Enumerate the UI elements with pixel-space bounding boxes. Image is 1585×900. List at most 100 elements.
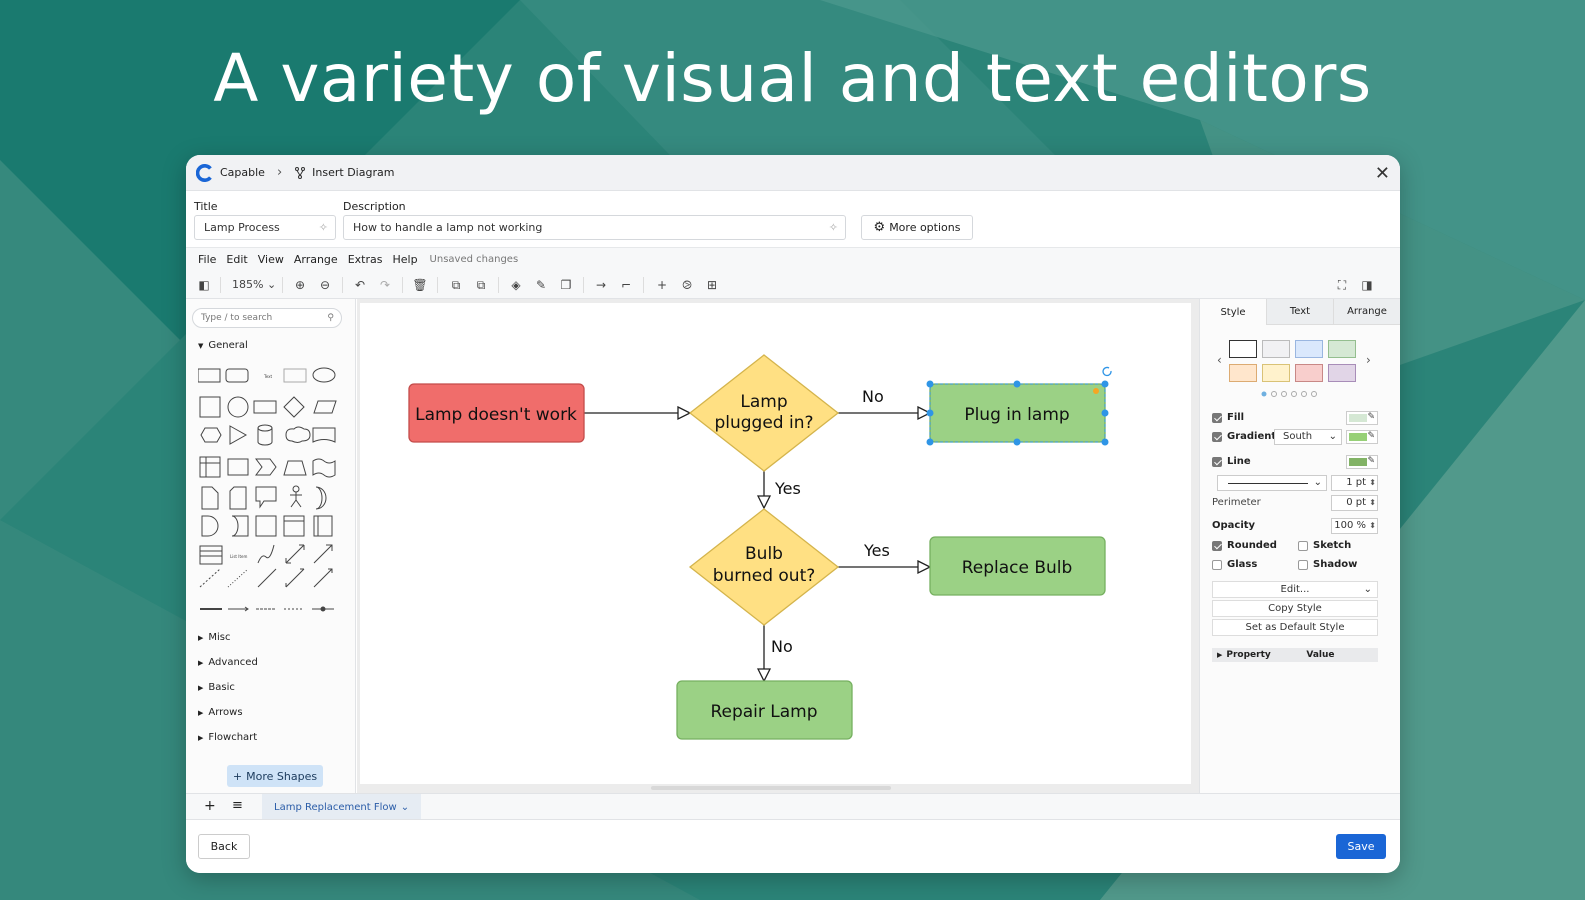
line-color-picker[interactable]: ✎ <box>1346 455 1378 469</box>
perimeter-input[interactable]: 0 pt <box>1331 495 1378 511</box>
connection-icon[interactable]: → <box>595 278 607 292</box>
style-swatch[interactable] <box>1295 364 1323 382</box>
diagram-svg[interactable]: Lamp doesn't work Lamp plugged in? Plug … <box>360 303 1191 784</box>
section-misc[interactable]: ▶Misc <box>198 632 231 643</box>
glass-row[interactable]: Glass <box>1212 559 1257 570</box>
canvas-area[interactable]: Lamp doesn't work Lamp plugged in? Plug … <box>357 299 1199 793</box>
fullscreen-icon[interactable]: ⛶ <box>1337 277 1347 292</box>
title-input[interactable]: Lamp Process✧ <box>194 215 336 240</box>
breadcrumb-app[interactable]: Capable <box>220 166 265 179</box>
fill-row[interactable]: Fill <box>1212 412 1244 423</box>
node-replace-bulb[interactable]: Replace Bulb <box>929 536 1106 596</box>
delete-icon[interactable]: 🗑 <box>412 278 428 292</box>
fill-checkbox[interactable] <box>1212 412 1222 423</box>
edge-label-yes[interactable]: Yes <box>774 479 801 498</box>
edge-label-no[interactable]: No <box>771 637 793 656</box>
gradient-checkbox[interactable] <box>1212 431 1222 442</box>
more-shapes-button[interactable]: +More Shapes <box>227 765 323 787</box>
style-swatch[interactable] <box>1229 340 1257 358</box>
menu-view[interactable]: View <box>257 253 284 266</box>
tab-text[interactable]: Text <box>1266 299 1333 325</box>
node-repair-lamp[interactable]: Repair Lamp <box>676 680 853 740</box>
zoom-out-icon[interactable]: ⊖ <box>319 278 331 292</box>
zoom-in-icon[interactable]: ⊕ <box>294 278 306 292</box>
pages-menu-icon[interactable]: ≡ <box>232 798 243 813</box>
general-shapes-grid[interactable]: Text List Item <box>198 365 342 615</box>
menu-extras[interactable]: Extras <box>347 253 383 266</box>
shadow-checkbox[interactable] <box>1298 559 1308 570</box>
fill-color-icon[interactable]: ◈ <box>511 278 521 292</box>
line-style-select[interactable]: ⌄ <box>1217 475 1327 491</box>
node-lamp-doesnt-work[interactable]: Lamp doesn't work <box>408 383 585 443</box>
to-front-icon[interactable]: ⧉ <box>451 277 461 292</box>
table-icon[interactable]: ⊞ <box>706 278 718 292</box>
section-advanced[interactable]: ▶Advanced <box>198 657 258 668</box>
copy-style-button[interactable]: Copy Style <box>1212 600 1378 617</box>
line-width-input[interactable]: 1 pt <box>1331 475 1378 491</box>
opacity-input[interactable]: 100 % <box>1331 518 1378 534</box>
insert-icon[interactable]: + <box>656 278 668 292</box>
close-icon[interactable]: ✕ <box>1374 163 1390 184</box>
section-arrows[interactable]: ▶Arrows <box>198 707 243 718</box>
menu-help[interactable]: Help <box>392 253 418 266</box>
more-options-button[interactable]: ⚙More options <box>861 215 973 240</box>
gradient-direction-select[interactable]: South⌄ <box>1274 429 1342 445</box>
rounding-handle[interactable] <box>1093 388 1099 394</box>
ai-sparkle-icon[interactable]: ✧ <box>318 221 328 234</box>
menu-file[interactable]: File <box>198 253 217 266</box>
sketch-checkbox[interactable] <box>1298 540 1308 551</box>
section-flowchart[interactable]: ▶Flowchart <box>198 732 257 743</box>
node-bulb-burned-out[interactable]: Bulb burned out? <box>688 508 840 626</box>
set-default-style-button[interactable]: Set as Default Style <box>1212 619 1378 636</box>
zoom-select[interactable]: 185% ⌄ <box>232 278 277 291</box>
description-input[interactable]: How to handle a lamp not working✧ <box>343 215 846 240</box>
glass-checkbox[interactable] <box>1212 559 1222 570</box>
node-lamp-plugged-in[interactable]: Lamp plugged in? <box>688 354 840 472</box>
waypoints-icon[interactable]: ⌐ <box>620 278 632 292</box>
sketch-row[interactable]: Sketch <box>1298 540 1351 551</box>
section-basic[interactable]: ▶Basic <box>198 682 235 693</box>
chevron-right-icon[interactable]: › <box>1366 353 1371 367</box>
gradient-row[interactable]: Gradient <box>1212 431 1276 442</box>
tab-arrange[interactable]: Arrange <box>1333 299 1400 325</box>
diagram-canvas[interactable]: Lamp doesn't work Lamp plugged in? Plug … <box>360 303 1191 784</box>
chevron-left-icon[interactable]: ‹ <box>1217 353 1222 367</box>
menu-arrange[interactable]: Arrange <box>293 253 338 266</box>
edge-label-yes[interactable]: Yes <box>863 541 890 560</box>
back-button[interactable]: Back <box>198 834 250 859</box>
style-swatch[interactable] <box>1328 340 1356 358</box>
undo-icon[interactable]: ↶ <box>354 278 366 292</box>
fill-color-picker[interactable]: ✎ <box>1346 411 1378 425</box>
shapes-icon[interactable]: ⧁ <box>682 277 692 292</box>
section-general[interactable]: ▼General <box>198 340 248 351</box>
style-swatch[interactable] <box>1295 340 1323 358</box>
redo-icon[interactable]: ↷ <box>379 278 391 292</box>
style-swatch[interactable] <box>1262 364 1290 382</box>
shadow-icon[interactable]: ❐ <box>560 278 572 292</box>
tab-style[interactable]: Style <box>1200 299 1266 325</box>
line-color-icon[interactable]: ✎ <box>535 278 547 292</box>
ai-sparkle-icon[interactable]: ✧ <box>828 221 838 234</box>
edge-label-no[interactable]: No <box>862 387 884 406</box>
shadow-row[interactable]: Shadow <box>1298 559 1357 570</box>
style-swatch[interactable] <box>1229 364 1257 382</box>
to-back-icon[interactable]: ⧉ <box>476 277 486 292</box>
node-plug-in-lamp[interactable]: Plug in lamp <box>926 366 1112 446</box>
sidebar-toggle-icon[interactable]: ◧ <box>198 278 210 292</box>
save-button[interactable]: Save <box>1336 834 1386 859</box>
rotate-icon[interactable] <box>1102 366 1112 377</box>
horizontal-scrollbar[interactable] <box>651 786 891 790</box>
style-swatch[interactable] <box>1328 364 1356 382</box>
rounded-checkbox[interactable] <box>1212 540 1222 551</box>
page-tab[interactable]: Lamp Replacement Flow⌄ <box>262 794 422 820</box>
rounded-row[interactable]: Rounded <box>1212 540 1277 551</box>
line-row[interactable]: Line <box>1212 456 1251 467</box>
add-page-icon[interactable]: + <box>204 798 216 814</box>
edit-style-button[interactable]: Edit...⌄ <box>1212 581 1378 598</box>
line-checkbox[interactable] <box>1212 456 1222 467</box>
format-panel-icon[interactable]: ◨ <box>1361 278 1373 292</box>
shape-search-input[interactable]: Type / to search⚲ <box>192 308 342 328</box>
menu-edit[interactable]: Edit <box>226 253 248 266</box>
gradient-color-picker[interactable]: ✎ <box>1346 430 1378 444</box>
